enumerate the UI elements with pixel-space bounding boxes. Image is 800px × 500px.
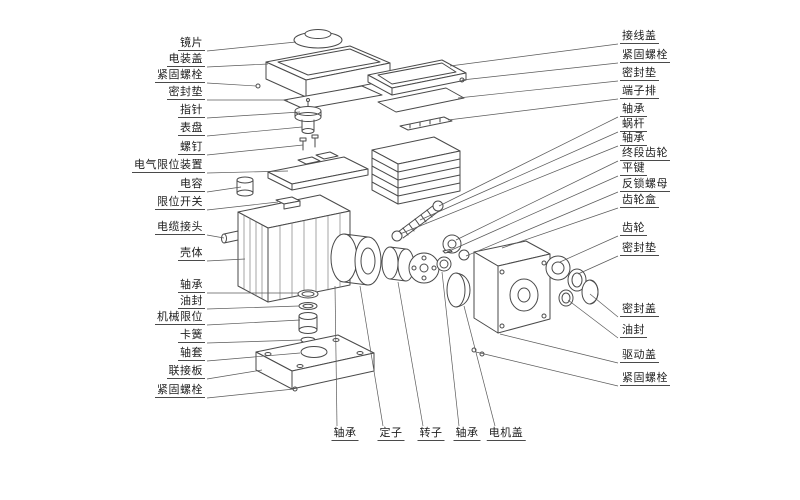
label-housing: 壳体 [178, 246, 205, 261]
label-rotor: 转子 [417, 426, 445, 441]
label-lens: 镜片 [178, 36, 205, 51]
electrical-cover-assembly [255, 29, 391, 110]
label-electric-limit-device: 电气限位装置 [132, 158, 205, 173]
label-fastening-bolt-top-left: 紧固螺栓 [155, 68, 205, 83]
pointer-dial-assembly [294, 98, 322, 134]
worm-shaft [391, 200, 444, 242]
housing [237, 194, 351, 303]
label-oil-seal-lower: 油封 [178, 294, 205, 309]
label-fastening-bolt-top-right: 紧固螺栓 [620, 48, 670, 63]
label-gasket-gear: 密封垫 [620, 241, 659, 256]
label-motor-cover: 电机盖 [486, 426, 526, 441]
final-stage-gear [442, 234, 470, 261]
label-bearing-motor-right: 轴承 [453, 426, 481, 441]
motor-bearing [436, 256, 452, 272]
stator [330, 233, 382, 286]
label-bearing-worm-top: 轴承 [620, 102, 647, 117]
label-gear: 齿轮 [620, 221, 647, 236]
gearbox [471, 240, 551, 357]
label-flat-key: 平键 [620, 161, 647, 176]
label-bearing-motor-left: 轴承 [331, 426, 359, 441]
terminal-gasket [377, 87, 465, 113]
label-mechanical-limit: 机械限位 [155, 310, 205, 325]
connecting-plate [255, 334, 375, 392]
flat-key [442, 249, 453, 254]
lower-bearing [297, 289, 319, 299]
label-electrical-cover: 电装盖 [166, 52, 205, 67]
label-gearbox: 齿轮盒 [620, 193, 659, 208]
label-stator: 定子 [377, 426, 405, 441]
output-gear [545, 255, 571, 281]
limit-switch [275, 196, 301, 210]
label-final-stage-gear: 终段齿轮 [620, 146, 670, 161]
drive-disc [408, 252, 440, 284]
capacitor [236, 176, 254, 197]
label-connecting-plate: 联接板 [166, 364, 205, 379]
wiring-cover [367, 59, 467, 96]
label-gasket-terminal: 密封垫 [620, 66, 659, 81]
seal-cover-cup [581, 279, 599, 305]
leader-lines [206, 41, 619, 427]
label-cable-connector: 电缆接头 [155, 220, 205, 235]
label-seal-cover: 密封盖 [620, 302, 659, 317]
terminal-strip [399, 116, 453, 131]
screws [299, 134, 319, 151]
mechanical-limit-part [298, 312, 318, 320]
terminal-box [371, 136, 461, 205]
electric-limit-device [267, 151, 369, 191]
label-dial: 表盘 [178, 121, 205, 136]
label-fastening-bolt-bottom-left: 紧固螺栓 [155, 383, 205, 398]
label-capacitor: 电容 [178, 177, 205, 192]
label-screw: 螺钉 [178, 140, 205, 155]
label-bearing-lower: 轴承 [178, 278, 205, 293]
label-fastening-bolt-bottom-right: 紧固螺栓 [620, 371, 670, 386]
label-wiring-cover: 接线盖 [620, 29, 659, 44]
lower-oil-seal [298, 302, 318, 310]
label-drive-cover: 驱动盖 [620, 348, 659, 363]
label-pointer: 指针 [178, 103, 205, 118]
cable-connector [221, 230, 239, 244]
label-gasket-top: 密封垫 [166, 85, 205, 100]
label-limit-switch: 限位开关 [155, 195, 205, 210]
seal-gasket-ring [567, 268, 587, 292]
label-bearing-worm-bottom: 轴承 [620, 131, 647, 146]
motor-cover [446, 272, 471, 308]
label-oil-seal-gear: 油封 [620, 323, 647, 338]
label-lock-nut: 反锁螺母 [620, 177, 670, 192]
oil-seal-ring [558, 289, 574, 307]
label-terminal-strip: 端子排 [620, 84, 659, 99]
label-worm: 蜗杆 [620, 117, 647, 132]
label-shaft-sleeve: 轴套 [178, 346, 205, 361]
label-circlip: 卡簧 [178, 328, 205, 343]
